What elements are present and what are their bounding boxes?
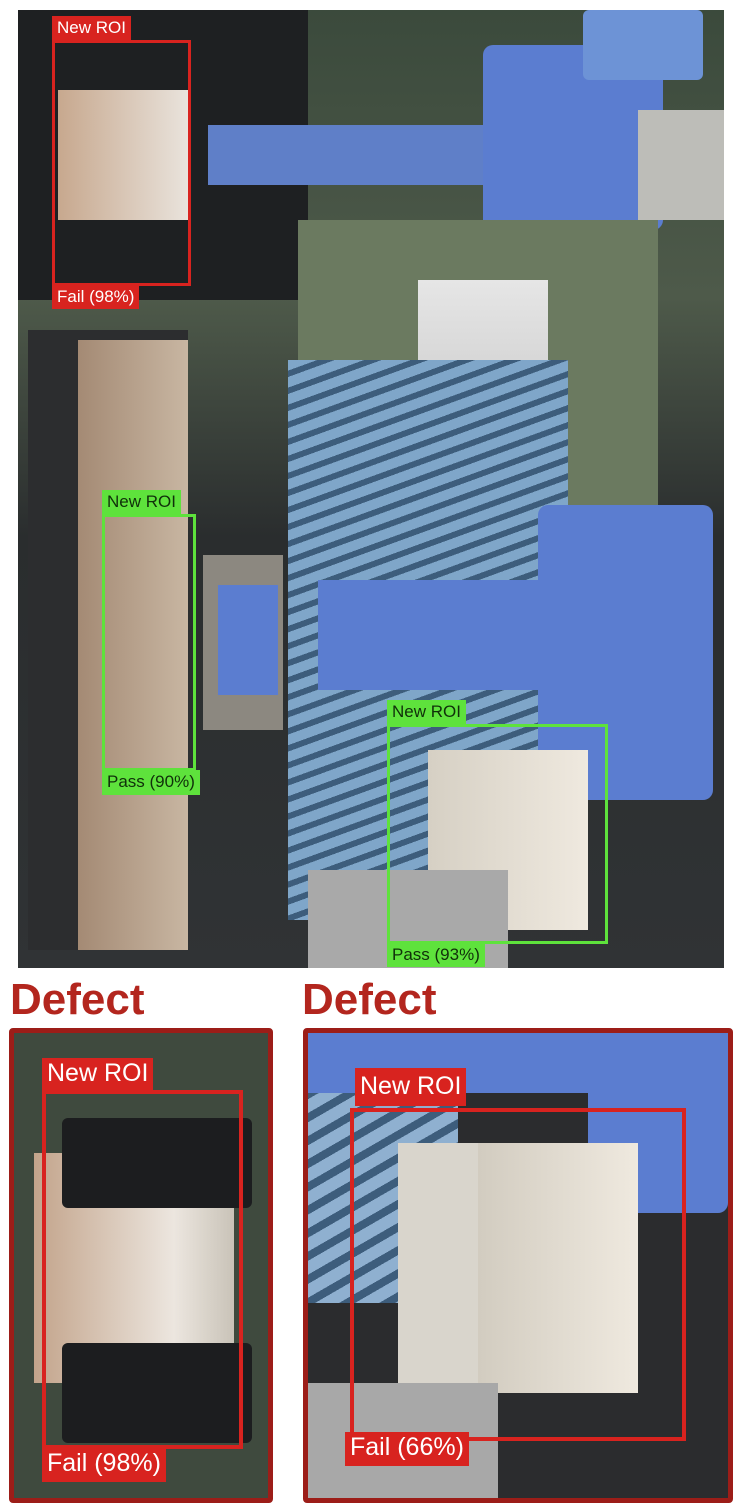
defect-title: Defect xyxy=(10,975,145,1024)
roi-label: New ROI xyxy=(102,490,181,515)
roi-label: New ROI xyxy=(387,700,466,725)
metal-latch xyxy=(58,90,188,220)
roi-label: New ROI xyxy=(355,1068,467,1106)
black-clip-top xyxy=(62,1118,252,1208)
result-label-pass: Pass (90%) xyxy=(102,770,200,795)
connector-body xyxy=(478,1143,638,1393)
result-label-fail: Fail (98%) xyxy=(42,1448,166,1482)
roi-label: New ROI xyxy=(52,16,131,41)
roi-label: New ROI xyxy=(42,1058,154,1091)
defect-title: Defect xyxy=(302,975,437,1024)
tape-tab-top xyxy=(583,10,703,80)
roi-box-fail xyxy=(52,40,191,286)
defect-crop-right xyxy=(303,1028,733,1503)
roi-box-pass xyxy=(387,724,608,944)
metal-bracket xyxy=(78,340,188,950)
roi-box-fail xyxy=(42,1090,243,1449)
black-clip-bottom xyxy=(62,1343,252,1443)
result-label-fail: Fail (98%) xyxy=(52,285,140,309)
metal-bracket xyxy=(398,1143,478,1383)
roi-box-pass xyxy=(102,514,196,771)
defect-crop-left xyxy=(9,1028,273,1503)
pcb-photo xyxy=(18,10,724,968)
blue-tab-mid xyxy=(218,585,278,695)
roi-box-fail xyxy=(350,1108,686,1441)
grey-cable xyxy=(638,110,724,220)
result-label-pass: Pass (93%) xyxy=(387,943,485,967)
result-label-fail: Fail (66%) xyxy=(345,1432,469,1466)
